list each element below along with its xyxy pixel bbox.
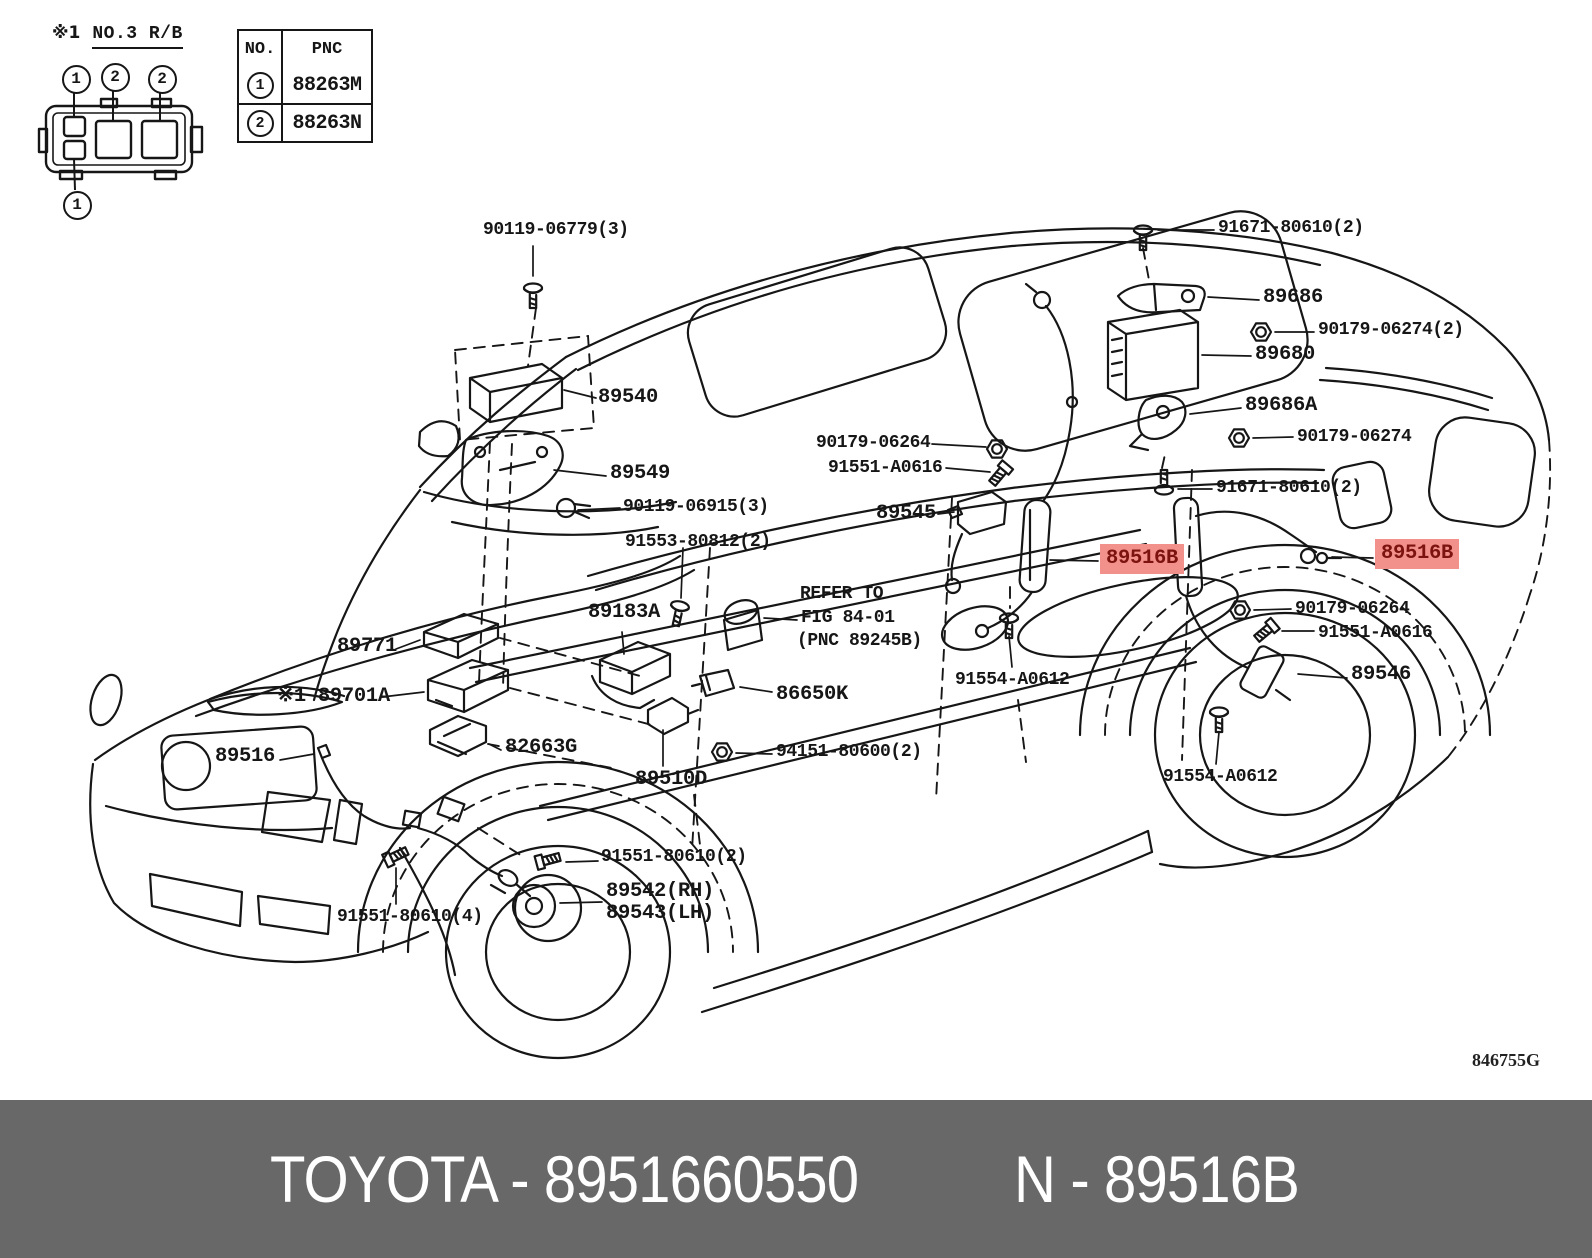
relay-callout-circle: 1 (62, 190, 92, 220)
part-label-89516: 89516 (215, 745, 276, 768)
relay-inset-title: ※1 NO.3 R/B (52, 23, 183, 49)
construction-dashed-lines (382, 247, 1552, 953)
part-label-91554-a0612: 91554-A0612 (955, 670, 1070, 690)
part-label-89771: 89771 (337, 635, 398, 658)
part-label-86650k: 86650K (776, 683, 849, 706)
ref-mark: ※1 (52, 23, 81, 43)
part-label-89549: 89549 (610, 462, 671, 485)
col-header-no: NO. (239, 31, 283, 67)
note-label-pnc-89245b: (PNC 89245B) (797, 631, 922, 651)
banner-pnc: N - 89516B (1014, 1142, 1300, 1216)
diagram-code: 846755G (1471, 1050, 1540, 1070)
part-label-90119-06915-3: 90119-06915(3) (623, 497, 769, 517)
part-label-89545: 89545 (876, 502, 937, 525)
part-label-91551-a0616: 91551-A0616 (828, 458, 943, 478)
footer-banner: TOYOTA - 8951660550 N - 89516B (0, 1100, 1592, 1258)
component-drawings (316, 224, 1343, 943)
part-label-91671-80610-2: 91671-80610(2) (1218, 218, 1364, 238)
part-label-89542-rh: 89542(RH) (606, 880, 715, 903)
part-label-94151-80600-2: 94151-80600(2) (776, 742, 922, 762)
part-label-89516b[interactable]: 89516B (1100, 544, 1185, 574)
part-label-90179-06264: 90179-06264 (816, 433, 931, 453)
part-label-89183a: 89183A (588, 601, 661, 624)
part-label-90179-06274-2: 90179-06274(2) (1318, 320, 1464, 340)
leader-lines (279, 229, 1374, 905)
relay-box-name: NO.3 R/B (92, 24, 183, 49)
part-label-89686a: 89686A (1245, 394, 1318, 417)
pnc-table: NO. PNC 1 88263M 2 88263N (237, 29, 373, 143)
part-label-89680: 89680 (1255, 343, 1316, 366)
part-label-91551-a0616: 91551-A0616 (1318, 623, 1433, 643)
pnc-table-header-row: NO. PNC (239, 31, 371, 67)
pnc-table-body: 1 88263M 2 88263N (239, 67, 371, 141)
part-label-91553-80812-2: 91553-80812(2) (625, 532, 771, 552)
note-label-refer-to: REFER TO (800, 584, 884, 604)
col-header-pnc: PNC (311, 39, 343, 59)
part-label-89543-lh: 89543(LH) (606, 902, 715, 925)
pnc-row-value: 88263N (292, 111, 362, 135)
part-label-90179-06264: 90179-06264 (1295, 599, 1410, 619)
part-label-1-89701a: ※1 89701A (277, 685, 390, 708)
pnc-row-no-cell: 2 (239, 105, 283, 141)
pnc-table-row: 2 88263N (239, 103, 371, 141)
relay-callout-circle: 2 (100, 62, 130, 92)
note-label-fig-84-01: FIG 84-01 (801, 608, 895, 628)
pnc-table-row: 1 88263M (239, 67, 371, 103)
part-label-91551-80610-2: 91551-80610(2) (601, 847, 747, 867)
part-label-90179-06274: 90179-06274 (1297, 427, 1412, 447)
banner-full-part-number: TOYOTA - 8951660550 (270, 1142, 859, 1216)
part-label-89686: 89686 (1263, 286, 1324, 309)
part-label-89546: 89546 (1351, 663, 1412, 686)
part-label-82663g: 82663G (505, 736, 578, 759)
pnc-row-no-cell: 1 (239, 67, 283, 103)
relay-callout-circle: 1 (61, 64, 91, 94)
part-label-91671-80610-2: 91671-80610(2) (1216, 478, 1362, 498)
part-label-89540: 89540 (598, 386, 659, 409)
pnc-row-value: 88263M (292, 73, 362, 97)
part-label-91551-80610-4: 91551-80610(4) (337, 907, 483, 927)
part-label-89510d: 89510D (635, 768, 708, 791)
pnc-row-number-circle: 1 (246, 71, 274, 99)
pnc-row-number-circle: 2 (246, 109, 274, 137)
part-label-90119-06779-3: 90119-06779(3) (483, 220, 629, 240)
part-label-91554-a0612: 91554-A0612 (1163, 767, 1278, 787)
relay-callout-circle: 2 (147, 64, 177, 94)
part-label-89516b[interactable]: 89516B (1375, 539, 1460, 569)
relay-box-figure (37, 88, 204, 191)
